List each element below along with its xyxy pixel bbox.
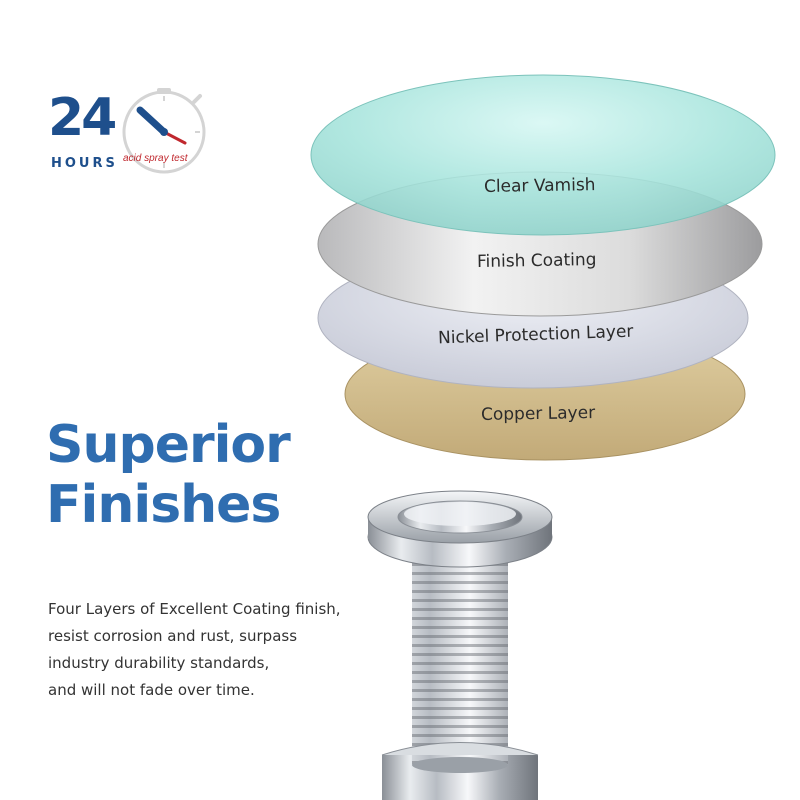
badge-number: 24 [48,88,117,148]
layer-label-clear-varnish: Clear Vamish [483,175,596,197]
badge-caption: acid spray test [123,153,188,164]
description-line-4: and will not fade over time. [48,681,255,699]
layer-label-finish-coating: Finish Coating [476,249,597,273]
description: Four Layers of Excellent Coating finish,… [48,596,341,704]
drain-product-image [367,490,553,800]
headline: Superior Finishes [46,415,291,535]
description-line-1: Four Layers of Excellent Coating finish, [48,600,341,618]
layer-label-nickel-protection: Nickel Protection Layer [437,321,634,349]
layer-label-copper: Copper Layer [480,403,596,425]
copper-layer-disc [344,327,746,461]
description-line-2: resist corrosion and rust, surpass [48,627,298,645]
stopwatch-icon [122,88,206,174]
headline-line-1: Superior [46,415,291,475]
acid-spray-test-badge: 24 HOURS acid spray test [44,88,214,188]
badge-unit: HOURS [51,156,118,171]
clock-hand-icon [136,106,168,136]
description-line-3: industry durability standards, [48,654,270,672]
headline-line-2: Finishes [46,475,281,535]
clear-varnish-disc [310,74,776,236]
